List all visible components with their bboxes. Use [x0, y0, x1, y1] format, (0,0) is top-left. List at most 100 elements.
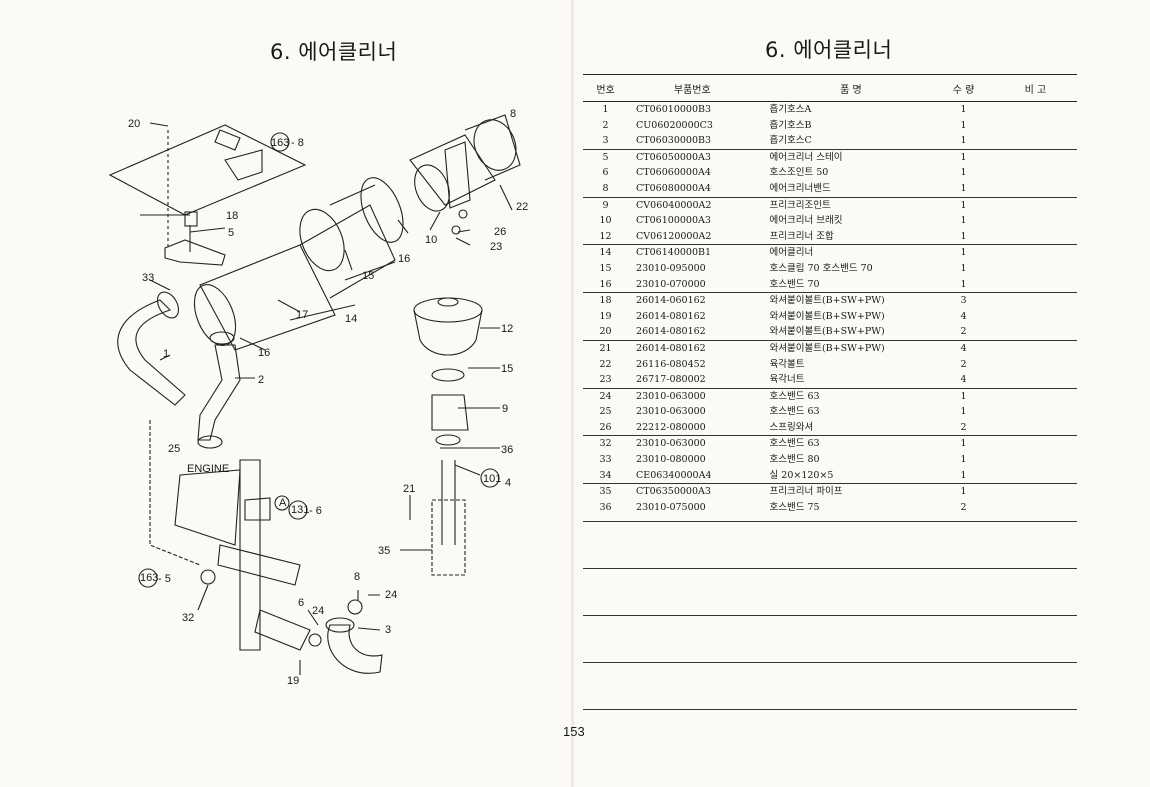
cell-part-name: 에어클리너	[749, 244, 934, 261]
cell-quantity: 1	[960, 119, 967, 131]
cell-number: 2	[602, 119, 609, 131]
cell-quantity: 4	[960, 374, 967, 386]
cell-remarks	[994, 213, 1077, 229]
cell-part-name: 흡기호스A	[769, 104, 812, 115]
cell-part-number: CT06010000B3	[636, 104, 712, 115]
cell-number: 6	[602, 167, 609, 179]
header-number: 번호	[583, 74, 629, 102]
cell-number: 35	[583, 483, 629, 500]
callout-12: 12	[501, 323, 513, 335]
cell-number: 18	[583, 292, 629, 309]
cell-number: 20	[599, 326, 612, 338]
cell-quantity: 2	[960, 358, 967, 370]
cell-remarks	[994, 357, 1077, 373]
cell-number: 19	[599, 310, 612, 322]
cell-part-number: 26014-060162	[628, 292, 750, 309]
callout-1: 1	[163, 348, 169, 360]
cell-quantity: 1	[960, 182, 967, 194]
cell-remarks	[993, 196, 1077, 214]
cell-part-name: 흡기호스B	[769, 119, 812, 131]
callout-8c: 8	[354, 571, 360, 583]
left-page: 6. 에어클리너	[0, 0, 570, 787]
cell-part-name: 호스조인트 50	[769, 167, 829, 179]
callout-25: 25	[168, 443, 180, 455]
header-remarks: 비 고	[993, 74, 1077, 102]
callout-17: 17	[296, 309, 308, 321]
callout-18: 18	[226, 210, 238, 222]
cell-quantity: 1	[960, 262, 967, 274]
cell-remarks	[993, 292, 1077, 309]
cell-part-name: 호스밴드 80	[769, 454, 820, 466]
blank-row-rule	[583, 521, 1077, 522]
cell-number: 1	[602, 104, 609, 115]
cell-part-number: CE06340000A4	[636, 469, 712, 481]
cell-part-name: 와셔붙이볼트(B+SW+PW)	[749, 292, 934, 309]
cell-part-number: CT06060000A4	[636, 167, 711, 179]
cell-part-number: CV06040000A2	[628, 196, 750, 214]
cell-remarks	[994, 500, 1077, 516]
callout-16a: 16	[258, 347, 270, 359]
cell-part-number: 26014-080162	[636, 310, 706, 322]
callout-6a: - 6	[309, 505, 322, 517]
cell-part-number: CU06020000C3	[636, 119, 713, 131]
cell-number: 8	[602, 182, 609, 194]
cell-part-name: 에어크리너 브래킷	[769, 215, 843, 227]
callout-32: 32	[182, 612, 194, 624]
cell-number: 24	[583, 387, 629, 405]
cell-remarks	[994, 420, 1077, 436]
cell-part-name: 흡기호스C	[769, 135, 812, 147]
cell-remarks	[994, 229, 1077, 245]
cell-remarks	[993, 148, 1077, 166]
cell-number: 3	[602, 135, 609, 147]
cell-number: 12	[599, 230, 612, 242]
cell-number: 25	[599, 406, 612, 418]
table-row: 2 CU06020000C3 흡기호스B 1	[583, 118, 1077, 134]
cell-quantity: 1	[960, 469, 967, 481]
callout-16b: 16	[398, 253, 410, 265]
page-title-left: 6. 에어클리너	[270, 40, 398, 64]
cell-quantity: 1	[933, 244, 994, 261]
cell-part-name: 육각너트	[769, 374, 805, 386]
callout-163b: 163	[140, 572, 158, 584]
callout-24a: 24	[385, 589, 397, 601]
callout-A: A	[279, 497, 287, 509]
cell-part-number: 26116-080452	[636, 358, 706, 370]
cell-quantity: 3	[933, 292, 994, 309]
blank-row-rule	[583, 662, 1077, 663]
cell-part-name: 호스밴드 63	[749, 387, 934, 405]
cell-remarks	[994, 452, 1077, 468]
cell-quantity: 1	[960, 104, 967, 115]
callout-8b: 8	[510, 108, 516, 120]
callout-163a: 163	[271, 137, 289, 149]
callout-2: 2	[258, 374, 264, 386]
cell-part-number: CT06050000A3	[628, 148, 750, 166]
cell-remarks	[994, 165, 1077, 181]
callout-15b: 15	[501, 363, 513, 375]
cell-quantity: 1	[933, 483, 994, 500]
cell-part-name: 와셔붙이볼트(B+SW+PW)	[769, 310, 885, 322]
cell-number: 26	[599, 421, 612, 433]
callout-35: 35	[378, 545, 390, 557]
cell-remarks	[993, 387, 1077, 405]
blank-row-rule	[583, 615, 1077, 616]
cell-part-name: 에어크리너밴드	[769, 182, 831, 194]
callout-14: 14	[345, 313, 357, 325]
cell-number: 21	[583, 339, 629, 357]
cell-number: 5	[583, 148, 629, 166]
cell-remarks	[994, 372, 1077, 388]
callout-33: 33	[142, 272, 154, 284]
cell-number: 10	[599, 215, 612, 227]
cell-number: 36	[599, 501, 612, 513]
